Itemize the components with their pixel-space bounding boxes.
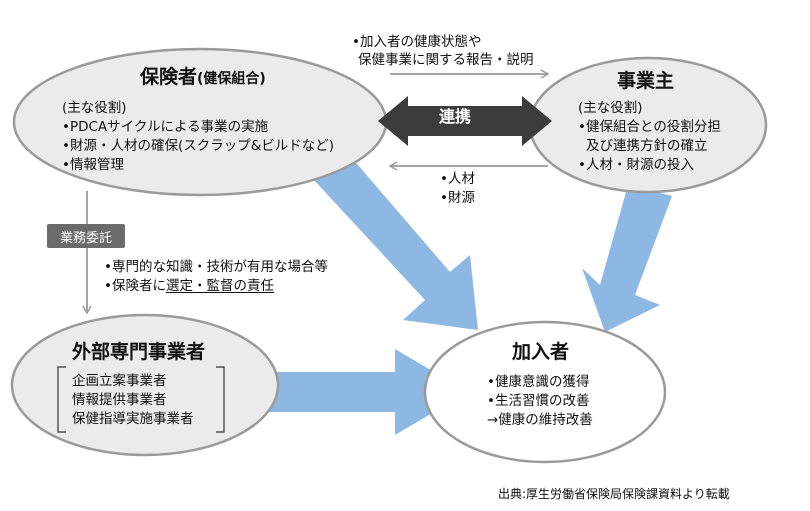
arrow-external-to-member <box>230 349 468 435</box>
member-item-1: •健康意識の獲得 <box>487 374 590 390</box>
external-item-1: 企画立案事業者 <box>72 373 167 389</box>
member-item-2: •生活習慣の改善 <box>487 393 590 409</box>
arrow-insurer-to-member <box>300 150 478 330</box>
outsourcing-badge: 業務委託 <box>47 224 125 248</box>
external-title: 外部専門事業者 <box>72 341 206 363</box>
member-item-3: →健康の維持改善 <box>487 412 593 428</box>
outsourcing-condition-1: •専門的な知識・技術が有用な場合等 <box>104 259 328 275</box>
resource-note-line-2: •財源 <box>440 190 475 206</box>
outsourcing-condition-2-underlined: 選定・監督の責任 <box>165 278 274 294</box>
insurer-role-1: •PDCAサイクルによる事業の実施 <box>62 119 269 135</box>
member-title: 加入者 <box>512 341 570 363</box>
collaboration-arrow <box>378 96 552 146</box>
resource-note-line-1: •人材 <box>440 171 475 187</box>
insurer-title-sub: (健保組合) <box>197 71 266 87</box>
report-note-line-1: •加入者の健康状態や <box>352 34 482 50</box>
employer-role-3: •人材・財源の投入 <box>578 157 694 173</box>
insurer-title-main: 保険者 <box>140 66 198 88</box>
collaboration-label: 連携 <box>438 107 471 126</box>
employer-role-heading: (主な役割) <box>578 100 643 116</box>
external-ellipse <box>10 313 280 457</box>
report-note-line-2: 保健事業に関する報告・説明 <box>358 52 534 68</box>
insurer-role-2: •財源・人材の確保(スクラップ&ビルドなど) <box>62 138 335 154</box>
external-items-bracket-left <box>57 366 66 433</box>
employer-role-1: •健保組合との役割分担 <box>578 119 721 135</box>
insurer-role-3: •情報管理 <box>62 157 124 173</box>
member-ellipse <box>423 320 667 464</box>
external-items-bracket-right <box>216 366 225 433</box>
insurer-role-heading: (主な役割) <box>62 100 127 116</box>
source-caption: 出典:厚生労働省保険局保険課資料より転載 <box>498 487 730 501</box>
insurer-title: 保険者(健保組合) <box>140 62 266 89</box>
external-item-3: 保健指導実施事業者 <box>72 411 194 427</box>
outsourcing-condition-2-prefix: •保険者に <box>104 278 166 294</box>
outsourcing-condition-2: •保険者に選定・監督の責任 <box>104 277 274 295</box>
employer-title: 事業主 <box>617 70 675 92</box>
employer-role-2: 及び連携方針の確立 <box>586 138 708 154</box>
external-item-2: 情報提供事業者 <box>72 392 167 408</box>
arrow-employer-to-member <box>582 185 672 332</box>
